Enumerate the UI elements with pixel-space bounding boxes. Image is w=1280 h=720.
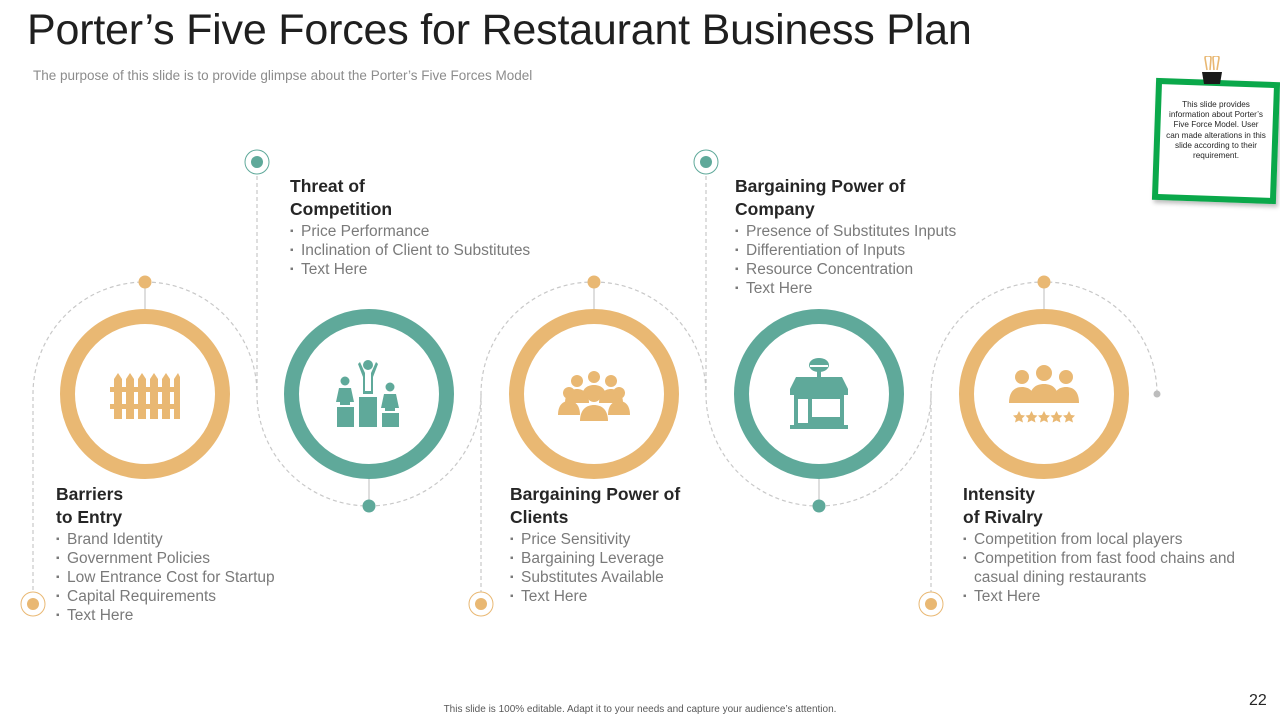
sticky-note-text: This slide provides information about Po… bbox=[1166, 100, 1266, 161]
bullet-list: Presence of Substitutes Inputs Different… bbox=[735, 222, 995, 298]
bullet-list: Price Sensitivity Bargaining Leverage Su… bbox=[510, 530, 750, 606]
bullet-item: Price Sensitivity bbox=[510, 530, 750, 549]
ring-bargaining-power-of-clients bbox=[509, 309, 679, 479]
ring-bargaining-power-of-company bbox=[734, 309, 904, 479]
force-heading: Bargaining Power of Company bbox=[735, 176, 906, 219]
ring-threat-of-competition bbox=[284, 309, 454, 479]
bullet-item: Government Policies bbox=[56, 549, 296, 568]
bullet-list: Competition from local players Competiti… bbox=[963, 530, 1253, 606]
binder-clip-icon bbox=[1202, 56, 1222, 84]
bullet-item: Competition from local players bbox=[963, 530, 1253, 549]
bullet-item: Inclination of Client to Substitutes bbox=[290, 241, 560, 260]
slide-title: Porter’s Five Forces for Restaurant Busi… bbox=[27, 6, 972, 54]
group-icon bbox=[558, 371, 630, 421]
bullet-item: Resource Concentration bbox=[735, 260, 995, 279]
bullet-item: Brand Identity bbox=[56, 530, 296, 549]
bullet-item: Text Here bbox=[56, 606, 296, 625]
bullet-list: Price Performance Inclination of Client … bbox=[290, 222, 560, 279]
force-block-bargaining-power-of-clients: Bargaining Power of Clients Price Sensit… bbox=[510, 483, 750, 606]
bullet-item: Text Here bbox=[735, 279, 995, 298]
bullet-list: Brand Identity Government Policies Low E… bbox=[56, 530, 296, 625]
bullet-item: Presence of Substitutes Inputs bbox=[735, 222, 995, 241]
force-block-intensity-of-rivalry: Intensity of Rivalry Competition from lo… bbox=[963, 483, 1253, 606]
force-heading: Threat of Competition bbox=[290, 176, 393, 219]
bullet-item: Price Performance bbox=[290, 222, 560, 241]
slide-footer: This slide is 100% editable. Adapt it to… bbox=[443, 704, 837, 715]
bullet-item: Text Here bbox=[963, 587, 1253, 606]
force-heading: Bargaining Power of Clients bbox=[510, 484, 681, 527]
bullet-item: Bargaining Leverage bbox=[510, 549, 750, 568]
force-block-threat-of-competition: Threat of Competition Price Performance … bbox=[290, 175, 560, 279]
bullet-item: Substitutes Available bbox=[510, 568, 750, 587]
slide-subtitle: The purpose of this slide is to provide … bbox=[33, 68, 533, 83]
bullet-item: Differentiation of Inputs bbox=[735, 241, 995, 260]
page-number: 22 bbox=[1249, 692, 1267, 709]
podium-icon bbox=[336, 360, 399, 427]
team-rating-icon bbox=[1009, 365, 1079, 423]
fence-icon bbox=[110, 373, 180, 419]
ring-intensity-of-rivalry bbox=[959, 309, 1129, 479]
force-block-barriers-to-entry: Barriers to Entry Brand Identity Governm… bbox=[56, 483, 296, 625]
bullet-item: Capital Requirements bbox=[56, 587, 296, 606]
restaurant-shop-icon bbox=[790, 358, 848, 429]
force-heading: Intensity of Rivalry bbox=[963, 484, 1043, 527]
ring-barriers-to-entry bbox=[60, 309, 230, 479]
bullet-item: Competition from fast food chains and ca… bbox=[963, 549, 1253, 587]
force-heading: Barriers to Entry bbox=[56, 484, 124, 527]
bullet-item: Low Entrance Cost for Startup bbox=[56, 568, 296, 587]
bullet-item: Text Here bbox=[290, 260, 560, 279]
sticky-note: This slide provides information about Po… bbox=[1148, 56, 1280, 212]
bullet-item: Text Here bbox=[510, 587, 750, 606]
force-block-bargaining-power-of-company: Bargaining Power of Company Presence of … bbox=[735, 175, 995, 298]
